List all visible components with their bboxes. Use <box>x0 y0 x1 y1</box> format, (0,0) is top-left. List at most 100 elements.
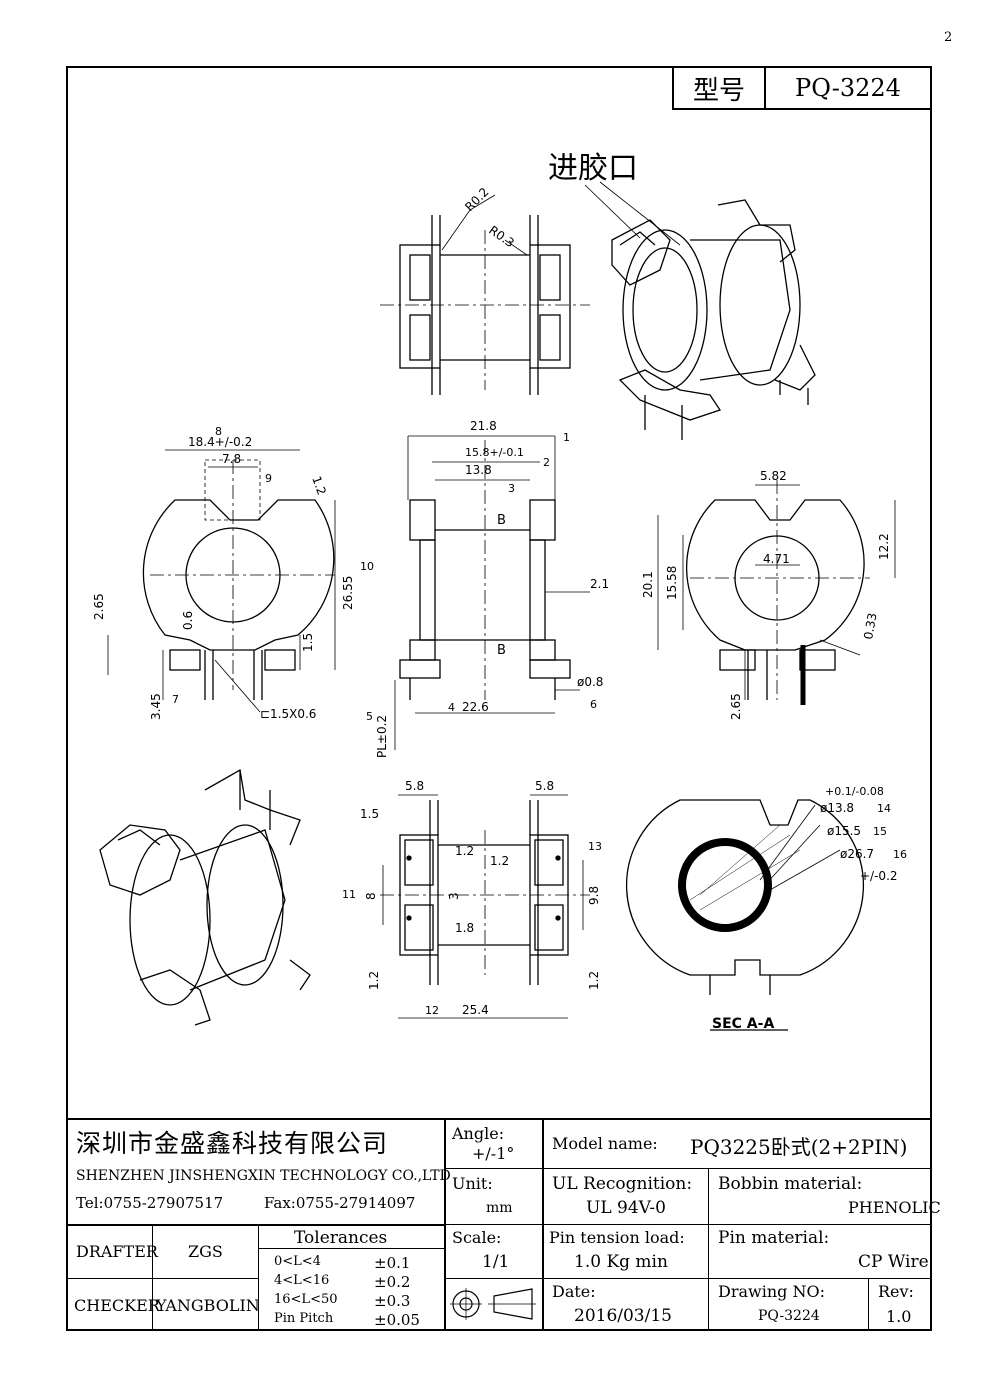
model-name-label: Model name: <box>552 1134 658 1153</box>
dim-1-2-inner-right: 1.2 <box>490 854 509 868</box>
dim-1-2-top: 1.2 <box>309 474 329 497</box>
injection-port-label: 进胶口 <box>548 151 638 186</box>
balloon-14: 14 <box>877 802 891 815</box>
drafter-value: ZGS <box>188 1242 223 1261</box>
dim-pl: PL±0.2 <box>375 715 389 758</box>
dim-1-2-pin-left: 1.2 <box>367 971 381 990</box>
dim-5-8-left: 5.8 <box>405 779 424 793</box>
dim-slot: ⊏1.5X0.6 <box>260 707 316 721</box>
dim-15-8: 15.8+/-0.1 <box>465 446 524 459</box>
dim-3: 3 <box>447 892 461 900</box>
title-block: 深圳市金盛鑫科技有限公司 SHENZHEN JINSHENGXIN TECHNO… <box>66 1118 941 1331</box>
dim-2-1: 2.1 <box>590 577 609 591</box>
dim-4-71: 4.71 <box>763 552 790 566</box>
drawing-frame <box>66 66 932 1331</box>
tolerances-label: Tolerances <box>294 1228 388 1248</box>
dim-5-8-right: 5.8 <box>535 779 554 793</box>
dim-0-6: 0.6 <box>181 611 195 630</box>
model-label: 型号 <box>674 68 766 108</box>
company-tel: Tel:0755-27907517 <box>76 1194 224 1212</box>
projection-symbol-icon <box>450 1288 536 1320</box>
dim-tol-bottom: +/-0.2 <box>860 869 898 883</box>
dim-2-65-right: 2.65 <box>729 693 743 720</box>
dim-1-5-bottom: 1.5 <box>360 807 379 821</box>
isometric-view-top <box>584 181 816 440</box>
dim-1-2-inner-left: 1.2 <box>455 844 474 858</box>
drawing-no-value: PQ-3224 <box>758 1308 820 1324</box>
company-fax: Fax:0755-27914097 <box>264 1194 416 1212</box>
dim-26-7: ø26.7 <box>840 847 874 861</box>
dim-18-4: 18.4+/-0.2 <box>188 435 252 449</box>
dim-5-82: 5.82 <box>760 469 787 483</box>
tol-range-2: 4<L<16 <box>274 1273 330 1288</box>
ul-label: UL Recognition: <box>552 1174 693 1194</box>
dim-1-5-left: 1.5 <box>301 633 315 652</box>
dim-13-8-side: 13.8 <box>465 463 492 477</box>
dim-15-5: ø15.5 <box>827 824 861 838</box>
balloon-3: 3 <box>508 482 515 495</box>
dim-1-8: 1.8 <box>455 921 474 935</box>
drafter-label: DRAFTER <box>76 1242 158 1261</box>
dim-2-65-left: 2.65 <box>92 593 106 620</box>
balloon-2: 2 <box>543 456 550 469</box>
angle-value: +/-1° <box>472 1144 515 1163</box>
balloon-16: 16 <box>893 848 907 861</box>
bobbin-value: PHENOLIC <box>848 1198 941 1217</box>
dim-8: 8 <box>364 892 378 900</box>
dim-15-58: 15.58 <box>665 566 679 600</box>
tol-value-2: ±0.2 <box>374 1273 411 1291</box>
dim-25-4: 25.4 <box>462 1003 489 1017</box>
balloon-8: 8 <box>215 425 222 438</box>
front-view-right <box>657 480 896 705</box>
balloon-9: 9 <box>265 472 272 485</box>
date-value: 2016/03/15 <box>574 1306 672 1326</box>
scale-label: Scale: <box>452 1228 502 1247</box>
balloon-12: 12 <box>425 1004 439 1017</box>
model-name-value: PQ3225卧式(2+2PIN) <box>690 1135 908 1159</box>
dim-26-55: 26.55 <box>341 576 355 610</box>
section-label: SEC A-A <box>712 1016 774 1032</box>
balloon-11: 11 <box>342 888 356 901</box>
dim-1-2-pin-right: 1.2 <box>587 971 601 990</box>
balloon-5: 5 <box>366 710 373 723</box>
dim-12-2: 12.2 <box>877 533 891 560</box>
scale-value: 1/1 <box>482 1252 510 1272</box>
section-a-a <box>625 799 865 1031</box>
pin-tension-value: 1.0 Kg min <box>574 1252 668 1272</box>
dim-0-33: 0.33 <box>861 612 879 641</box>
dim-3-45: 3.45 <box>149 693 163 720</box>
checker-value: YANGBOLIN <box>156 1296 260 1315</box>
unit-label: Unit: <box>452 1174 493 1193</box>
model-header-box: 型号 PQ-3224 <box>672 66 932 110</box>
side-view-center <box>394 435 590 750</box>
dim-20-1: 20.1 <box>641 571 655 598</box>
unit-value: mm <box>486 1200 513 1216</box>
tol-range-1: 0<L<4 <box>274 1254 321 1269</box>
dim-pin-0-8: ø0.8 <box>577 675 603 689</box>
tol-value-4: ±0.05 <box>374 1311 420 1329</box>
front-view-left <box>107 449 336 713</box>
dim-21-8: 21.8 <box>470 419 497 433</box>
tol-value-3: ±0.3 <box>374 1292 411 1310</box>
tol-range-3: 16<L<50 <box>274 1292 338 1307</box>
angle-label: Angle: <box>452 1124 505 1143</box>
isometric-view-bottom <box>99 768 311 1026</box>
company-name-cn: 深圳市金盛鑫科技有限公司 <box>76 1129 389 1158</box>
dim-r03: R0.3 <box>486 223 516 250</box>
checker-label: CHECKER <box>74 1296 160 1315</box>
tol-value-1: ±0.1 <box>374 1254 411 1272</box>
page-marker: 2 <box>944 30 953 45</box>
balloon-15: 15 <box>873 825 887 838</box>
ul-value: UL 94V-0 <box>586 1198 666 1218</box>
balloon-13: 13 <box>588 840 602 853</box>
dim-tol-top: +0.1/-0.08 <box>825 785 884 798</box>
balloon-1: 1 <box>563 431 570 444</box>
dim-22-6: 22.6 <box>462 700 489 714</box>
balloon-4: 4 <box>448 701 455 714</box>
date-label: Date: <box>552 1282 596 1301</box>
pin-tension-label: Pin tension load: <box>549 1228 685 1247</box>
company-name-en: SHENZHEN JINSHENGXIN TECHNOLOGY CO.,LTD <box>76 1168 451 1184</box>
dim-13-8-section: ø13.8 <box>820 801 854 815</box>
model-number: PQ-3224 <box>795 74 901 102</box>
